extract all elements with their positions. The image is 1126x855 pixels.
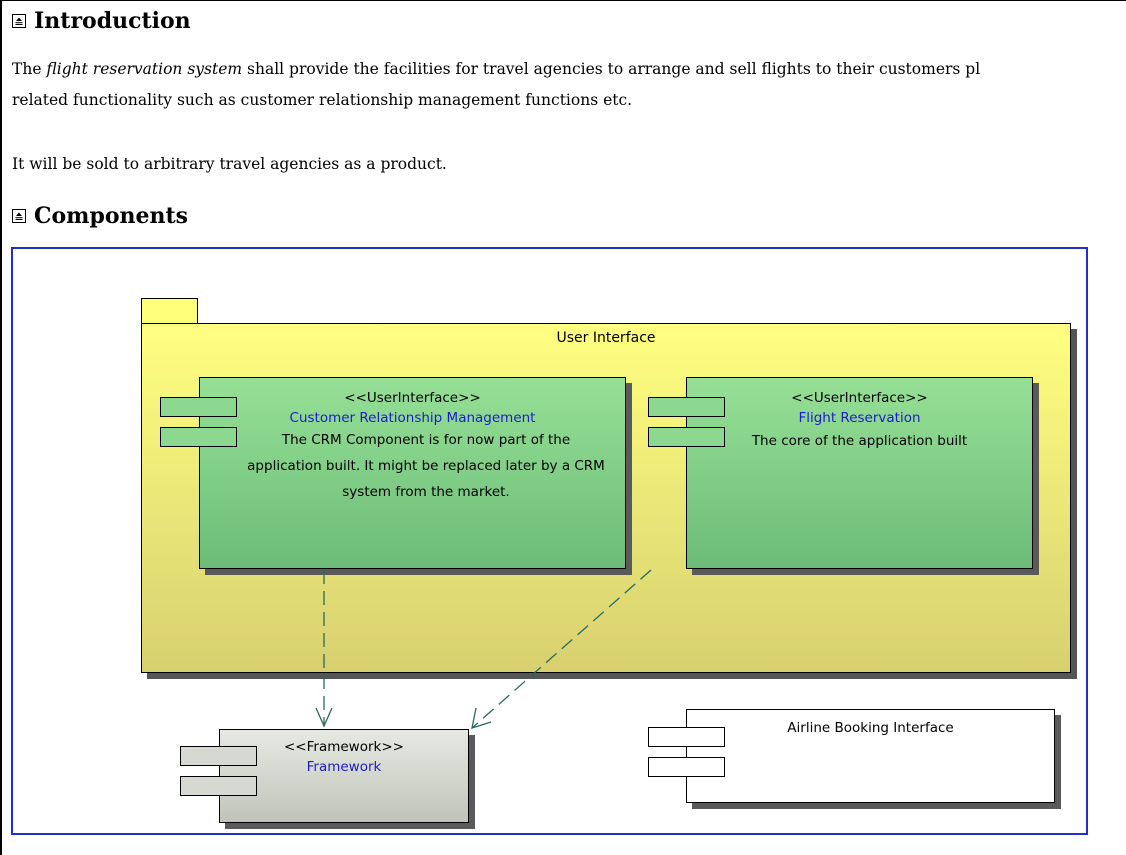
components-heading: Components: [12, 203, 188, 229]
framework-name: Framework: [306, 759, 382, 775]
flight-reservation-component[interactable]: [686, 377, 1033, 569]
flight-dependency-arrowhead: [471, 707, 492, 729]
crm-stereotype: <<UserInterface>>: [344, 390, 481, 406]
flight-to-framework-dependency: [471, 569, 652, 729]
crm-component-port-bottom: [160, 427, 237, 447]
crm-description: The CRM Component is for now part of the…: [247, 432, 605, 500]
framework-stereotype: <<Framework>>: [284, 739, 404, 755]
crm-component[interactable]: [199, 377, 626, 569]
crm-dependency-arrowhead: [315, 707, 333, 728]
flight-description: The core of the application built: [751, 433, 968, 449]
components-heading-text: Components: [34, 203, 189, 229]
paragraph-rest: shall provide the facilities for travel …: [242, 60, 981, 78]
window-left-border: [0, 0, 2, 855]
flight-name: Flight Reservation: [798, 410, 921, 426]
crm-component-port-top: [160, 397, 237, 417]
framework-component-port-top: [180, 746, 257, 766]
introduction-heading-text: Introduction: [34, 8, 191, 34]
introduction-paragraph-2: It will be sold to arbitrary travel agen…: [12, 155, 447, 173]
framework-component-port-bottom: [180, 776, 257, 796]
flight-component-port-bottom: [648, 427, 725, 447]
airline-component-port-top: [648, 727, 725, 747]
introduction-paragraph-1-line-2: related functionality such as customer r…: [12, 91, 633, 109]
paragraph-lead: The: [12, 60, 47, 78]
window-top-border: [0, 0, 1126, 1]
flight-component-port-top: [648, 397, 725, 417]
airline-booking-interface-component[interactable]: [686, 709, 1055, 803]
airline-name: Airline Booking Interface: [787, 720, 954, 736]
flight-stereotype: <<UserInterface>>: [791, 390, 928, 406]
airline-component-port-bottom: [648, 757, 725, 777]
framework-component[interactable]: [219, 729, 469, 823]
collapse-section-icon[interactable]: [12, 14, 26, 28]
crm-name: Customer Relationship Management: [289, 410, 536, 426]
introduction-heading: Introduction: [12, 8, 191, 34]
introduction-paragraph-1-line-1: The flight reservation system shall prov…: [12, 55, 980, 83]
collapse-section-icon[interactable]: [12, 209, 26, 223]
system-name-italic: flight reservation system: [46, 60, 243, 78]
package-title: User Interface: [556, 330, 656, 346]
